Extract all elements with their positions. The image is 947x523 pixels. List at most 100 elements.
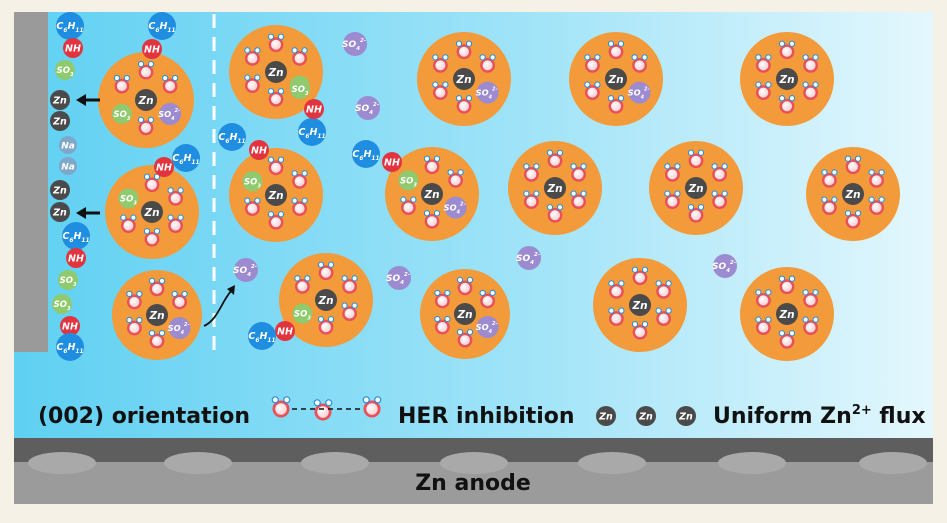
water-hydrogen — [868, 196, 875, 203]
water-oxygen — [584, 85, 600, 101]
water-molecule-icon — [711, 190, 728, 210]
sulfate-text-part: 4 — [400, 280, 404, 286]
sulfate-disc — [476, 81, 499, 104]
sulfate-disc — [343, 32, 367, 56]
water-hydrogen — [523, 163, 530, 170]
arrow-head — [76, 94, 86, 106]
water-oxygen — [268, 160, 284, 176]
solvated-zn-cluster: Zn — [508, 141, 602, 235]
water-hydrogen — [291, 197, 298, 204]
water-hydrogen — [143, 173, 151, 180]
water-oxygen — [584, 57, 600, 73]
water-oxygen — [244, 201, 260, 217]
zn-ion-icon: Zn — [776, 303, 798, 325]
water-hydrogen — [447, 169, 454, 176]
cyclohexyl-text-part: 11 — [267, 338, 275, 344]
zn-ion-text: Zn — [688, 183, 704, 195]
so3-disc — [58, 270, 78, 290]
cyclohexyl-text-part: 6 — [69, 238, 73, 244]
sulfate-text-part: 2- — [251, 264, 257, 270]
water-hydrogen — [594, 81, 601, 88]
water-hydrogen — [301, 47, 308, 54]
water-oxygen — [821, 200, 837, 216]
sulfate-text: SO42- — [233, 264, 257, 278]
water-oxygen — [656, 311, 672, 327]
sulfate-icon: SO42- — [476, 81, 499, 104]
cyclohexyl-text-part: C — [62, 231, 69, 242]
cyclohexyl-disc — [248, 322, 276, 350]
water-oxygen — [608, 98, 624, 114]
nh-text-part: NH — [68, 254, 84, 265]
cyclohexyl-text-part: H — [229, 132, 237, 143]
flux-suffix: flux — [872, 404, 926, 429]
anode-bump — [28, 452, 96, 474]
sulfate-text-part: 4 — [530, 260, 534, 266]
water-oxygen — [272, 400, 290, 418]
water-hydrogen — [277, 33, 285, 40]
sulfate-text-part: 2- — [730, 260, 736, 266]
nh-text-part: NH — [277, 327, 293, 338]
water-oxygen — [114, 78, 130, 94]
so3-text-part: SO — [57, 66, 70, 76]
nh-text-part: NH — [65, 44, 81, 55]
nh-disc — [66, 248, 86, 268]
water-hydrogen — [291, 170, 298, 177]
water-oxygen — [363, 400, 381, 418]
cyclohexyl-text-part: 6 — [63, 349, 67, 355]
sulfate-disc — [517, 246, 541, 270]
zn-ion-text-part: Zn — [638, 412, 653, 423]
water-hydrogen — [294, 275, 301, 282]
sulfate-text-part: 2- — [492, 321, 498, 327]
cyclohexyl-text-part: 11 — [167, 28, 175, 34]
nh-text: NH — [62, 322, 78, 333]
nh-text: NH — [156, 163, 172, 174]
so3-text: SO3 — [57, 66, 74, 78]
water-molecule-icon — [631, 54, 648, 73]
sulfate-disc — [356, 96, 380, 120]
nh-icon: NH — [382, 152, 402, 172]
so3-text-part: 3 — [73, 282, 77, 288]
water-hydrogen — [844, 155, 852, 162]
zn-ion-icon: Zn — [265, 184, 287, 206]
zn-ion-text: Zn — [149, 310, 165, 322]
water-molecule-icon — [137, 116, 155, 136]
water-oxygen — [803, 85, 819, 101]
water-hydrogen — [641, 266, 649, 273]
sulfate-text-part: SO — [712, 262, 726, 272]
sodium-text: Na — [61, 163, 75, 173]
water-hydrogen — [479, 289, 486, 297]
zn-ion-icon: Zn — [50, 90, 70, 110]
water-hydrogen — [267, 88, 275, 95]
water-hydrogen — [113, 74, 120, 82]
sulfate-text-part: 4 — [489, 329, 493, 335]
zn-ion-text: Zn — [268, 190, 284, 202]
water-hydrogen — [137, 116, 145, 123]
water-hydrogen — [444, 315, 451, 323]
water-oxygen — [712, 166, 728, 182]
water-oxygen — [126, 294, 142, 310]
water-oxygen — [292, 201, 308, 217]
zn-ion-icon: Zn — [454, 303, 476, 325]
zn-ion-icon: Zn — [544, 177, 566, 199]
water-hydrogen — [432, 54, 439, 61]
water-oxygen — [547, 207, 563, 223]
water-hydrogen — [812, 54, 819, 61]
water-molecule-icon — [423, 155, 441, 175]
sulfate-icon: SO42- — [233, 258, 258, 282]
nh-text-part: NH — [384, 158, 400, 169]
sodium-text-part: Na — [61, 142, 75, 152]
water-hydrogen — [844, 210, 852, 217]
water-oxygen — [457, 280, 473, 296]
zn-ion-disc — [676, 406, 696, 426]
water-hydrogen — [177, 187, 184, 194]
water-oxygen — [803, 292, 819, 308]
sulfate-text: SO42- — [444, 202, 466, 216]
water-hydrogen — [123, 74, 130, 82]
water-hydrogen — [120, 214, 127, 221]
cyclohexyl-disc — [62, 222, 90, 250]
water-molecule-icon — [267, 156, 285, 176]
water-hydrogen — [721, 190, 728, 197]
